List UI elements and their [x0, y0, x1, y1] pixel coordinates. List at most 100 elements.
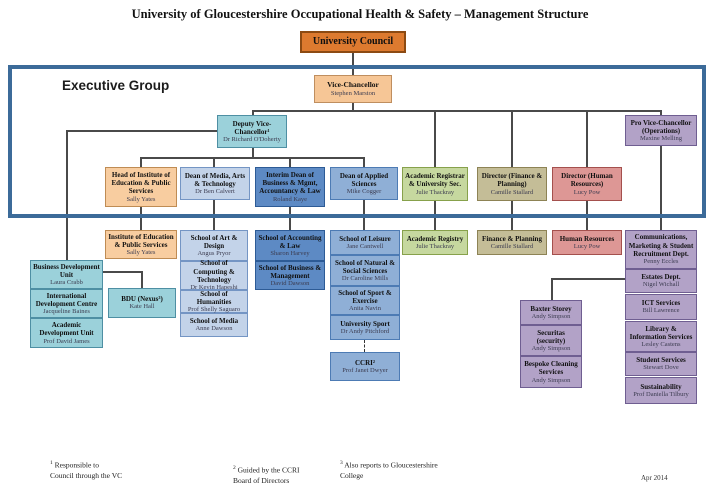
footnote-text: Guided by the CCRI: [237, 465, 300, 475]
node-title: Business Development Unit: [33, 262, 100, 279]
node-school-natural-social: School of Natural & Social Sciences Dr C…: [330, 255, 400, 286]
node-library-information-services: Library & Information Services Lesley Ca…: [625, 321, 697, 352]
node-person: Camille Stallard: [490, 242, 534, 250]
node-school-computing: School of Computing & Technology Dr Kevi…: [180, 259, 248, 292]
connector-line: [660, 110, 662, 230]
node-person: Lucy Pow: [573, 188, 601, 196]
node-person: Sharon Harvey: [270, 250, 310, 258]
node-director-hr: Director (Human Resources) Lucy Pow: [552, 167, 622, 201]
node-ccri: CCRI² Prof Janet Dwyer: [330, 352, 400, 381]
node-business-development-unit: Business Development Unit Laura Crabb: [30, 260, 103, 289]
connector-line: [252, 110, 662, 112]
node-person: Stephen Marston: [330, 89, 376, 97]
node-finance-planning: Finance & Planning Camille Stallard: [477, 230, 547, 255]
node-title: Academic Development Unit: [39, 321, 94, 338]
node-bespoke-cleaning: Bespoke Cleaning Services Andy Simpson: [520, 356, 582, 388]
node-person: Lesley Castens: [641, 341, 681, 349]
node-academic-development-unit: Academic Development Unit Prof David Jam…: [30, 318, 103, 348]
node-title: School of Leisure: [339, 234, 391, 243]
node-deputy-vice-chancellor: Deputy Vice-Chancellor¹ Dr Richard O'Doh…: [217, 115, 287, 148]
node-school-sport-exercise: School of Sport & Exercise Anita Navin: [330, 286, 400, 315]
node-title: Baxter Storey: [530, 304, 572, 313]
node-person: Maxine Melling: [639, 135, 683, 143]
footnote-text: Council through the VC: [50, 470, 123, 480]
node-title: School of Sport & Exercise: [338, 288, 392, 305]
node-person: Anita Navin: [349, 305, 381, 313]
node-title: School of Media: [189, 317, 239, 326]
node-title: School of Business & Management: [258, 263, 322, 280]
node-person: Dr Richard O'Doherty: [223, 136, 281, 144]
node-school-media: School of Media Anne Dawson: [180, 313, 248, 337]
footnote-2: 2 Guided by the CCRI Board of Directors: [233, 465, 300, 486]
node-international-development-centre: International Development Centre Jacquel…: [30, 289, 103, 318]
node-person: Kate Hall: [129, 303, 155, 311]
node-title: Head of Institute of Education & Public …: [111, 170, 171, 196]
node-person: Dr Andy Pitchford: [340, 327, 390, 335]
node-person: Jacqueline Baines: [43, 308, 90, 316]
footnote-text: Responsible to: [54, 460, 99, 470]
node-title: School of Art & Design: [190, 233, 238, 250]
node-title: BDU (Nexus³): [121, 295, 163, 304]
node-title: University Sport: [340, 319, 390, 328]
connector-line: [252, 110, 254, 116]
node-person: Sally Yates: [126, 195, 156, 203]
node-person: Andy Simpson: [531, 376, 571, 384]
node-title: Vice-Chancellor: [327, 79, 379, 89]
node-university-council: University Council: [300, 31, 406, 53]
node-title: Pro Vice-Chancellor (Operations): [630, 118, 692, 135]
node-school-humanities: School of Humanities Prof Shelly Saguaro: [180, 290, 248, 313]
node-title: Dean of Applied Sciences: [339, 171, 389, 188]
footnote-text: Also reports to Gloucestershire: [344, 460, 438, 470]
node-title: School of Accounting & Law: [258, 233, 322, 250]
date-label: Apr 2014: [641, 474, 668, 482]
node-title: School of Computing & Technology: [193, 259, 235, 284]
footnote-sup: 3: [340, 460, 343, 466]
node-interim-dean-business: Interim Dean of Business & Mgmt, Account…: [255, 167, 325, 207]
node-sustainability: Sustainability Prof Daniella Tilbury: [625, 377, 697, 404]
node-title: School of Humanities: [196, 289, 232, 306]
footnote-text: Board of Directors: [233, 475, 290, 485]
node-person: Prof Janet Dwyer: [342, 366, 388, 374]
node-person: Dr Kevin Hapeshi: [190, 284, 238, 292]
node-school-leisure: School of Leisure Jane Cantwell: [330, 230, 400, 255]
node-title: Dean of Media, Arts & Technology: [184, 171, 246, 188]
executive-group-label: Executive Group: [62, 78, 170, 93]
node-title: CCRI²: [355, 358, 375, 367]
node-person: Nigel Wichall: [642, 281, 680, 289]
node-title: Securitas (security): [536, 328, 566, 345]
node-person: Julie Thackray: [415, 242, 455, 250]
connector-line: [551, 278, 553, 300]
connector-line: [66, 130, 217, 132]
node-person: Mike Cogger: [346, 188, 382, 196]
node-title: School of Natural & Social Sciences: [334, 258, 396, 275]
node-person: Laura Crabb: [50, 279, 83, 287]
node-title: Human Resources: [559, 234, 615, 243]
node-title: International Development Centre: [35, 291, 98, 308]
connector-line: [141, 271, 143, 288]
footnote-text: College: [340, 470, 364, 480]
node-title: Sustainability: [640, 382, 682, 391]
node-person: Bill Lawrence: [642, 307, 680, 315]
node-student-services: Student Services Stewart Dove: [625, 352, 697, 376]
node-title: ICT Services: [641, 299, 681, 308]
executive-group-frame: [8, 65, 706, 218]
connector-line: [140, 157, 364, 159]
node-securitas: Securitas (security) Andy Simpson: [520, 325, 582, 356]
node-title: Bespoke Cleaning Services: [524, 360, 578, 377]
node-person: Sally Yates: [126, 249, 156, 257]
node-person: Stewart Dove: [643, 364, 679, 372]
node-title: Director (Human Resources): [561, 172, 613, 189]
node-person: Dr Ben Calvert: [195, 188, 235, 196]
connector-line: [352, 103, 354, 111]
node-title: Finance & Planning: [482, 234, 542, 243]
node-baxter-storey: Baxter Storey Andy Simpson: [520, 300, 582, 325]
node-director-finance: Director (Finance & Planning) Camille St…: [477, 167, 547, 201]
node-title: Estates Dept.: [641, 273, 681, 282]
node-title: Deputy Vice-Chancellor¹: [232, 119, 272, 136]
node-person: Angus Pryor: [197, 250, 231, 258]
node-person: Prof David James: [43, 337, 90, 345]
connector-line: [352, 52, 354, 75]
node-university-sport: University Sport Dr Andy Pitchford: [330, 315, 400, 340]
node-person: Lucy Pow: [573, 242, 601, 250]
